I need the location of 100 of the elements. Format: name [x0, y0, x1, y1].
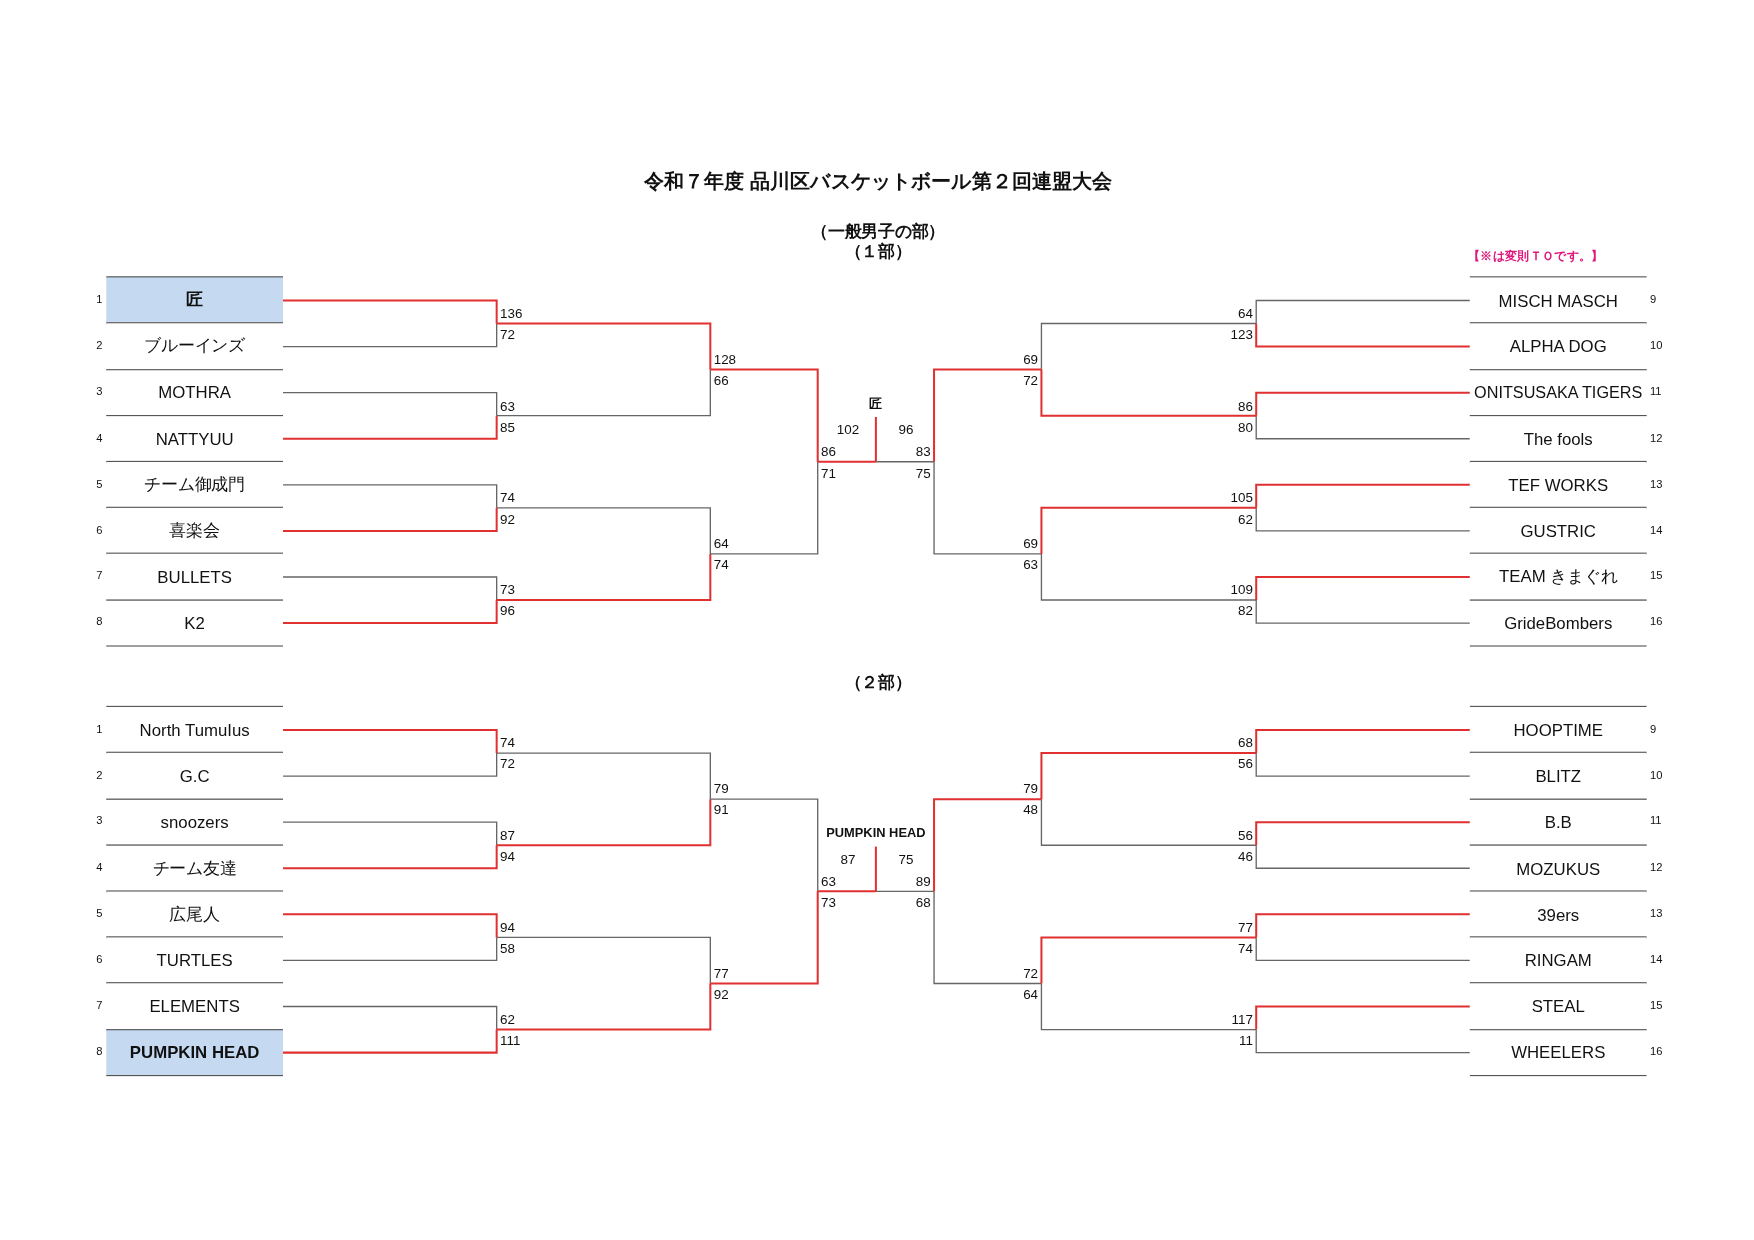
- seed-number: 5: [96, 477, 103, 490]
- score-label: 111: [500, 1032, 521, 1049]
- team-name: ブルーインズ: [144, 335, 245, 357]
- score-label: 63: [500, 397, 515, 414]
- team-name-cell: [106, 276, 283, 325]
- team-name: 39ers: [1537, 904, 1580, 924]
- score-label: 80: [1237, 419, 1253, 435]
- score-label: 73: [821, 894, 836, 911]
- team-name: BLITZ: [1535, 766, 1582, 786]
- score-label: 74: [1237, 940, 1253, 957]
- score-label: 89: [915, 873, 931, 890]
- score-label: 58: [500, 940, 515, 957]
- team-name: WHEELERS: [1511, 1043, 1606, 1063]
- seed-number: 10: [1649, 339, 1663, 352]
- team-name: K2: [184, 613, 205, 633]
- score-label: 79: [713, 781, 729, 797]
- seed-number: 3: [96, 385, 103, 398]
- score-label: 128: [713, 351, 737, 368]
- seed-number: 8: [96, 615, 103, 628]
- team-name: B.B: [1544, 812, 1572, 832]
- score-label: 64: [713, 536, 729, 552]
- seed-number: 12: [1649, 860, 1663, 874]
- team-name: ELEMENTS: [149, 997, 240, 1016]
- score-label: 92: [713, 986, 729, 1003]
- seed-number: 6: [96, 523, 103, 536]
- section-heading: （一般男子の部）: [811, 221, 946, 242]
- seed-number: 7: [96, 999, 103, 1012]
- score-label: 117: [1231, 1011, 1253, 1028]
- score-label: 63: [821, 873, 836, 890]
- team-name: GrideBombers: [1504, 613, 1613, 633]
- team-name: snoozers: [160, 812, 229, 832]
- score-label: 77: [713, 965, 729, 982]
- seed-number: 2: [96, 339, 103, 352]
- score-label: 94: [500, 919, 515, 936]
- seed-number: 11: [1649, 385, 1662, 398]
- champion-name: 匠: [869, 395, 883, 413]
- score-label: 64: [1023, 986, 1039, 1003]
- team-name: 匠: [186, 289, 204, 311]
- team-name: PUMPKIN HEAD: [129, 1043, 260, 1063]
- team-name: TEAM きまぐれ: [1499, 566, 1618, 588]
- score-label: 68: [915, 894, 931, 911]
- champion-name: PUMPKIN HEAD: [826, 825, 926, 839]
- seed-number: 11: [1649, 814, 1662, 828]
- team-name: MISCH MASCH: [1498, 290, 1618, 310]
- team-name: チーム友達: [152, 857, 237, 879]
- score-label: 82: [1237, 603, 1253, 620]
- score-label: 74: [713, 557, 729, 573]
- score-label: 72: [1023, 372, 1039, 389]
- score-label: 92: [500, 511, 515, 527]
- team-name: ONITSUSAKA TIGERS: [1474, 383, 1643, 402]
- section-heading: （２部）: [844, 672, 912, 694]
- score-label: 94: [500, 848, 515, 865]
- seed-number: 15: [1649, 999, 1663, 1012]
- title: 令和７年度 品川区バスケットボール第２回連盟大会: [643, 169, 1113, 195]
- team-name: GUSTRIC: [1520, 521, 1596, 541]
- score-label: 96: [500, 603, 515, 620]
- score-label: 109: [1230, 582, 1253, 598]
- seed-number: 15: [1649, 569, 1663, 582]
- seed-number: 3: [96, 814, 103, 828]
- team-name: BULLETS: [157, 567, 232, 587]
- seed-number: 12: [1649, 431, 1663, 444]
- seed-number: 10: [1649, 768, 1663, 781]
- score-label: 66: [713, 372, 729, 389]
- score-label: 64: [1237, 305, 1253, 322]
- score-label: 85: [500, 419, 515, 435]
- score-label: 96: [898, 421, 914, 438]
- score-label: 69: [1023, 351, 1039, 368]
- score-label: 79: [1023, 781, 1039, 797]
- score-label: 62: [500, 1011, 515, 1028]
- seed-number: 2: [96, 768, 103, 781]
- seed-number: 7: [96, 569, 103, 582]
- score-label: 11: [1238, 1032, 1253, 1049]
- score-label: 86: [1237, 397, 1253, 414]
- seed-number: 16: [1649, 615, 1663, 628]
- score-label: 87: [500, 827, 515, 843]
- seed-number: 13: [1649, 477, 1663, 490]
- team-name: RINGAM: [1524, 950, 1592, 970]
- seed-number: 4: [96, 431, 103, 444]
- team-name: HOOPTIME: [1513, 720, 1603, 740]
- score-label: 72: [1023, 965, 1039, 982]
- score-label: 75: [915, 465, 931, 481]
- score-label: 48: [1023, 802, 1039, 819]
- score-label: 56: [1237, 827, 1253, 843]
- seed-number: 9: [1649, 722, 1657, 735]
- score-label: 75: [898, 851, 914, 867]
- score-label: 72: [500, 326, 515, 343]
- seed-number: 14: [1649, 953, 1663, 966]
- seed-number: 5: [96, 906, 103, 920]
- score-label: 69: [1023, 536, 1039, 552]
- score-label: 77: [1237, 919, 1253, 936]
- score-label: 83: [915, 443, 931, 460]
- score-label: 73: [500, 582, 515, 598]
- score-label: 72: [500, 756, 515, 773]
- score-label: 123: [1230, 326, 1253, 343]
- team-name: The fools: [1523, 429, 1593, 449]
- score-label: 63: [1023, 557, 1039, 573]
- team-name: TURTLES: [156, 950, 233, 970]
- score-label: 102: [836, 421, 860, 438]
- team-name: チーム御成門: [144, 474, 245, 496]
- seed-number: 4: [96, 860, 103, 874]
